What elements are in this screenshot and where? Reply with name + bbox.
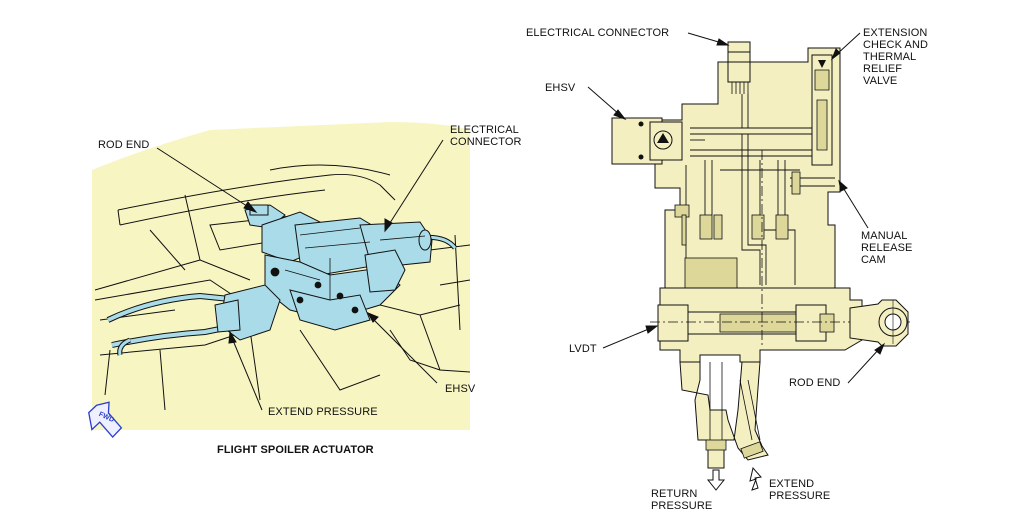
figure-caption: FLIGHT SPOILER ACTUATOR bbox=[217, 444, 374, 456]
manual-release-cam-label: MANUAL RELEASE CAM bbox=[861, 230, 913, 266]
left-rod-end-label: ROD END bbox=[98, 139, 150, 151]
lower-port-housing bbox=[679, 361, 769, 469]
left-ehsv-label: EHSV bbox=[445, 383, 476, 395]
left-leader-lines bbox=[156, 139, 444, 411]
actuator-details bbox=[270, 227, 426, 314]
left-electrical-connector-label: ELECTRICAL CONNECTOR bbox=[450, 124, 522, 148]
fwd-arrow-icon bbox=[88, 401, 123, 438]
lvdt-label: LVDT bbox=[569, 343, 597, 355]
right-ehsv-label: EHSV bbox=[545, 82, 576, 94]
spool-valves bbox=[674, 171, 801, 289]
actuator-body bbox=[214, 204, 433, 341]
left-extend-pressure-label: EXTEND PRESSURE bbox=[268, 406, 378, 418]
internal-passages bbox=[685, 94, 835, 285]
right-extend-pressure-label: EXTEND PRESSURE bbox=[769, 478, 831, 502]
extend-pressure-arrow-icon bbox=[749, 466, 762, 491]
right-electrical-connector-label: ELECTRICAL CONNECTOR bbox=[526, 27, 670, 39]
return-pressure-arrow-icon bbox=[706, 469, 726, 491]
extension-check-valve-label: EXTENSION CHECK AND THERMAL RELIEF VALVE bbox=[863, 27, 929, 87]
right-leader-lines bbox=[587, 32, 886, 384]
right-rod-end-label: ROD END bbox=[789, 377, 841, 389]
return-pressure-label: RETURN PRESSURE bbox=[651, 488, 713, 512]
